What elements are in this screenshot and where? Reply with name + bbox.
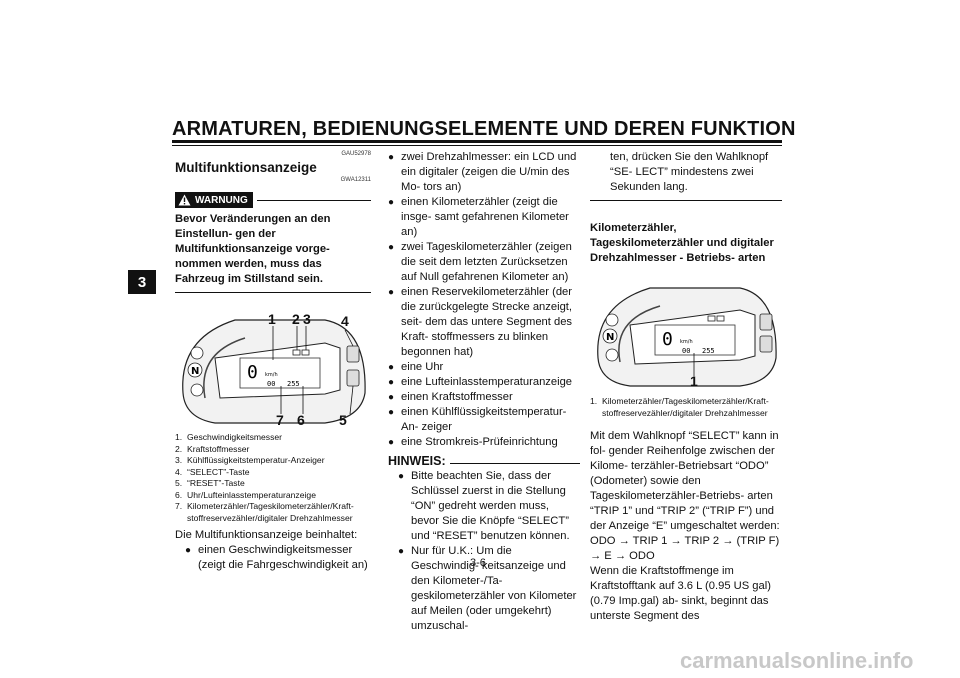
callout-7: 7 bbox=[276, 412, 284, 428]
callout-6: 6 bbox=[297, 412, 305, 428]
neutral-letter: N bbox=[606, 332, 614, 343]
warning-badge: WARNUNG bbox=[175, 192, 253, 208]
instrument-figure: 0 km/h 00 255 N 1 2 3 4 7 6 5 bbox=[175, 298, 371, 428]
mode-sequence: ODO → TRIP 1 → TRIP 2 → (TRIP F) → E → O… bbox=[590, 535, 780, 562]
callout-4: 4 bbox=[341, 313, 349, 329]
warning-end-rule bbox=[175, 292, 371, 293]
odometer-illustration: 0 km/h 00 255 N bbox=[597, 287, 777, 387]
neutral-letter: N bbox=[191, 366, 199, 377]
page-number: 3-6 bbox=[470, 557, 486, 569]
odometer-figure: 0 km/h 00 255 N 1 bbox=[590, 270, 786, 390]
display-readout-2: 255 bbox=[702, 347, 715, 355]
list-item: eine Uhr bbox=[388, 360, 580, 375]
note-list: Bitte beachten Sie, dass der Schlüssel z… bbox=[388, 469, 580, 634]
list-item: zwei Tageskilometerzähler (zeigen die se… bbox=[388, 240, 580, 285]
warning-text: Bevor Veränderungen an den Einstellun- g… bbox=[175, 213, 331, 285]
list-item: zwei Drehzahlmesser: ein LCD und ein dig… bbox=[388, 150, 580, 195]
callout-3: 3 bbox=[303, 311, 311, 327]
watermark: carmanualsonline.info bbox=[680, 648, 914, 673]
note-label: HINWEIS: bbox=[388, 454, 446, 468]
column-2: zwei Drehzahlmesser: ein LCD und ein dig… bbox=[388, 150, 580, 634]
subsection-title: Kilometerzähler, Tageskilometerzähler un… bbox=[590, 222, 774, 264]
legend-item: 4.“SELECT”-Taste bbox=[175, 466, 250, 477]
list-item: Nur für U.K.: Um die Geschwindig- keitsa… bbox=[398, 544, 580, 634]
feature-list: zwei Drehzahlmesser: ein LCD und ein dig… bbox=[388, 150, 580, 450]
list-item: einen Kilometerzähler (zeigt die insge- … bbox=[388, 195, 580, 240]
legend-item: 1.Geschwindigkeitsmesser bbox=[175, 432, 283, 442]
callout-1: 1 bbox=[690, 373, 698, 389]
header-rule-thin bbox=[172, 145, 782, 146]
body-paragraph: Wenn die Kraftstoffmenge im Kraftstoffta… bbox=[590, 565, 771, 622]
intro-text: Die Multifunktionsanzeige beinhaltet: bbox=[175, 529, 358, 541]
display-unit: km/h bbox=[265, 372, 278, 378]
legend-item: 6.Uhr/Lufteinlasstemperaturanzeige bbox=[175, 489, 316, 500]
legend-item: 2.Kraftstoffmesser bbox=[175, 443, 250, 454]
section-title: Multifunktionsanzeige bbox=[175, 160, 317, 175]
list-item: eine Stromkreis-Prüfeinrichtung bbox=[388, 435, 580, 450]
list-item: einen Kraftstoffmesser bbox=[388, 390, 580, 405]
warning-code: GWA12311 bbox=[340, 177, 371, 183]
display-digit: 0 bbox=[247, 362, 258, 383]
callout-2: 2 bbox=[292, 311, 300, 327]
column-1: GAU52978 Multifunktionsanzeige GWA12311 … bbox=[175, 150, 371, 573]
display-digit: 0 bbox=[662, 329, 673, 350]
warning-triangle-icon bbox=[178, 194, 191, 206]
column-3: ten, drücken Sie den Wahlknopf “SE- LECT… bbox=[590, 150, 782, 624]
note-header: HINWEIS: bbox=[388, 454, 580, 469]
figure-legend: 1.Geschwindigkeitsmesser 2.Kraftstoffmes… bbox=[175, 432, 371, 524]
section-code: GAU52978 bbox=[341, 151, 371, 157]
callout-5: 5 bbox=[339, 412, 347, 428]
display-readout-2: 255 bbox=[287, 380, 300, 388]
list-item: einen Reservekilometerzähler (der die zu… bbox=[388, 285, 580, 360]
callout-1: 1 bbox=[268, 311, 276, 327]
figure-legend: 1.Kilometerzähler/Tageskilometerzähler/K… bbox=[590, 396, 782, 419]
instrument-cluster-illustration: 0 km/h 00 255 N bbox=[182, 319, 366, 424]
header-rule-thick bbox=[172, 140, 782, 143]
warning-line bbox=[256, 199, 371, 201]
display-readout-1: 00 bbox=[267, 380, 275, 388]
legend-item: 5.“RESET”-Taste bbox=[175, 478, 245, 488]
legend-item: 7.Kilometerzähler/Tageskilometerzähler/K… bbox=[175, 501, 354, 523]
feature-list-start: einen Geschwindigkeitsmesser (zeigt die … bbox=[175, 543, 371, 573]
note-line bbox=[449, 463, 580, 464]
display-readout-1: 00 bbox=[682, 347, 690, 355]
list-item: eine Lufteinlasstemperaturanzeige bbox=[388, 375, 580, 390]
warning-header: WARNUNG bbox=[175, 192, 371, 208]
body-paragraph: Mit dem Wahlknopf “SELECT” kann in fol- … bbox=[590, 430, 780, 532]
list-item: Bitte beachten Sie, dass der Schlüssel z… bbox=[398, 469, 580, 544]
chapter-tab: 3 bbox=[128, 270, 156, 294]
list-item: einen Geschwindigkeitsmesser (zeigt die … bbox=[185, 543, 371, 573]
legend-item: 3.Kühlflüssigkeitstemperatur-Anzeiger bbox=[175, 455, 325, 465]
note-continuation: ten, drücken Sie den Wahlknopf “SE- LECT… bbox=[610, 151, 769, 193]
legend-item: 1.Kilometerzähler/Tageskilometerzähler/K… bbox=[590, 396, 769, 418]
list-item: einen Kühlflüssigkeitstemperatur-An- zei… bbox=[388, 405, 580, 435]
note-end-rule bbox=[590, 200, 782, 201]
page-header-title: ARMATUREN, BEDIENUNGSELEMENTE UND DEREN … bbox=[172, 118, 796, 140]
display-unit: km/h bbox=[680, 339, 693, 345]
warning-label: WARNUNG bbox=[195, 194, 248, 206]
